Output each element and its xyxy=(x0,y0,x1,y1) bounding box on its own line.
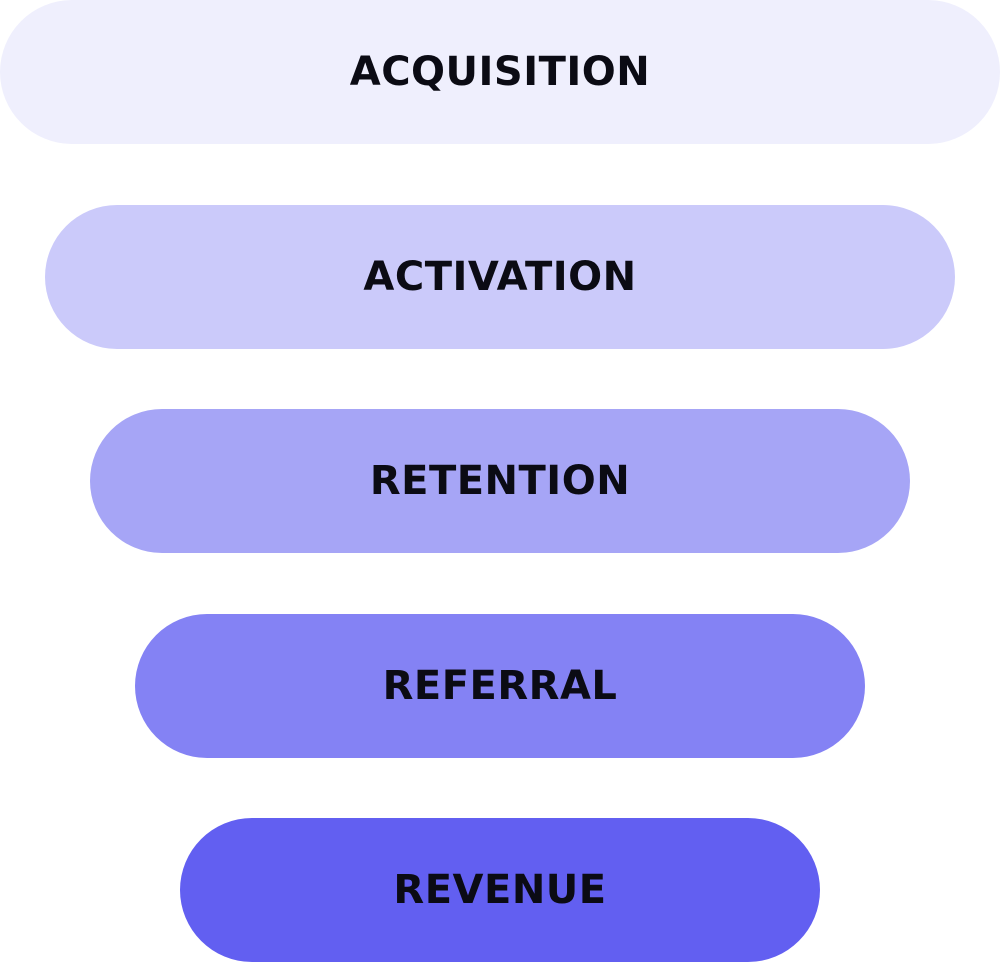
stage-label: RETENTION xyxy=(369,458,631,504)
stage-label: ACQUISITION xyxy=(349,49,651,95)
funnel-stage-activation: ACTIVATION xyxy=(45,205,955,349)
stage-label: REFERRAL xyxy=(382,663,618,709)
stage-label: ACTIVATION xyxy=(363,254,637,300)
funnel-stage-retention: RETENTION xyxy=(90,409,910,553)
funnel-stage-referral: REFERRAL xyxy=(135,614,865,758)
stage-label: REVENUE xyxy=(393,867,607,913)
funnel-stage-revenue: REVENUE xyxy=(180,818,820,962)
funnel-stage-acquisition: ACQUISITION xyxy=(0,0,1000,144)
